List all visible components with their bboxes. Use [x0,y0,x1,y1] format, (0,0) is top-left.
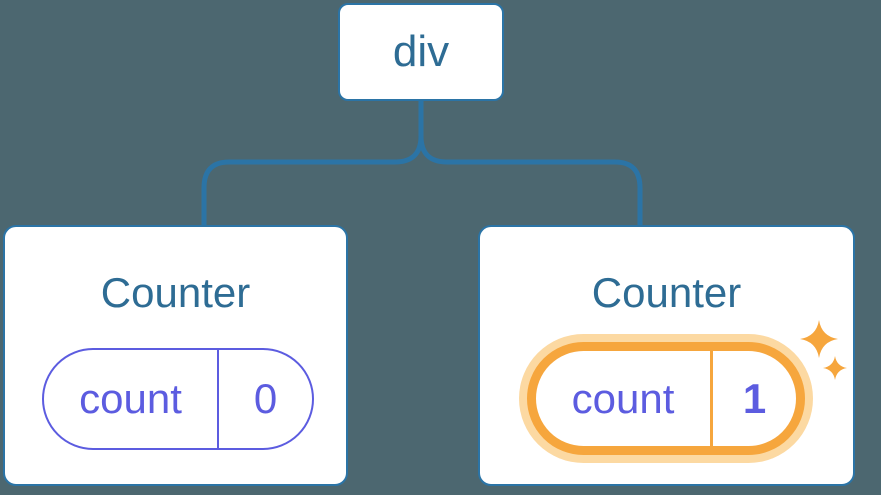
state-pill-highlighted: count 1 [527,342,805,455]
root-node-div: div [338,3,504,101]
state-pill: count 0 [42,348,314,450]
card-title: Counter [100,269,251,316]
pill-divider [217,350,219,448]
sparkles-icon [800,320,847,380]
state-value: 1 [742,374,767,422]
root-node-label: div [392,27,450,76]
state-name-label: count [571,374,675,422]
connector-left-branch [201,100,424,226]
connector-right-branch [418,135,643,226]
counter-card-left: Counter count 0 [3,225,348,486]
state-value: 0 [253,375,278,422]
counter-card-right: Counter count 1 [478,225,855,486]
card-title: Counter [591,269,742,316]
pill-divider [710,351,713,446]
state-name-label: count [79,375,182,422]
